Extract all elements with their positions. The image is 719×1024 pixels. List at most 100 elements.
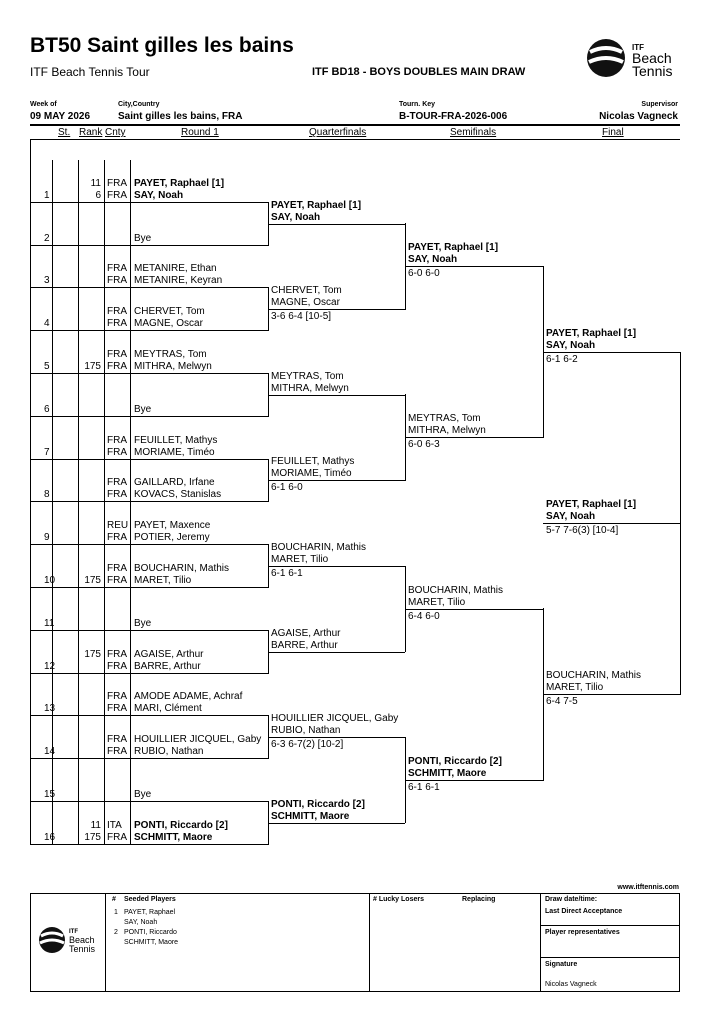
country: FRA xyxy=(107,477,127,488)
player-name: POTIER, Jeremy xyxy=(134,532,210,543)
week-of-label: Week of xyxy=(30,101,57,108)
sf-score: 6-4 6-0 xyxy=(408,611,440,622)
qf-player: RUBIO, Nathan xyxy=(271,725,341,736)
footer-logo: ITF Beach Tennis xyxy=(36,922,102,958)
player-name: MARET, Tilio xyxy=(134,575,192,586)
entry-baseline xyxy=(30,459,268,460)
tourn-key-value: B-TOUR-FRA-2026-006 xyxy=(399,111,508,122)
player-name: GAILLARD, Irfane xyxy=(134,477,215,488)
column-separator xyxy=(104,631,105,673)
draw-position: 8 xyxy=(44,489,50,500)
entry-baseline xyxy=(30,801,268,802)
country: FRA xyxy=(107,575,127,586)
column-separator xyxy=(130,716,131,758)
player-name: METANIRE, Keyran xyxy=(134,275,223,286)
entry-baseline xyxy=(30,330,268,331)
sf-score: 6-0 6-3 xyxy=(408,439,440,450)
column-separator xyxy=(104,802,105,844)
column-separator xyxy=(78,631,79,673)
column-separator xyxy=(104,716,105,758)
seed-2-b: SCHMITT, Maore xyxy=(124,939,179,946)
column-separator xyxy=(78,588,79,630)
sf-score: 6-1 6-1 xyxy=(408,782,440,793)
entry-baseline xyxy=(30,287,268,288)
col-cnty: Cnty xyxy=(105,127,126,138)
player-name: SAY, Noah xyxy=(134,190,184,201)
tour-subtitle: ITF Beach Tennis Tour xyxy=(30,65,150,79)
column-separator xyxy=(52,545,53,587)
entry-baseline xyxy=(30,416,268,417)
player-name: BARRE, Arthur xyxy=(134,661,201,672)
rank: 175 xyxy=(84,361,101,372)
country: FRA xyxy=(107,263,127,274)
qf-player: BARRE, Arthur xyxy=(271,640,338,651)
column-separator xyxy=(130,331,131,373)
country: FRA xyxy=(107,691,127,702)
draw-position: 5 xyxy=(44,361,50,372)
draw-name: ITF BD18 - BOYS DOUBLES MAIN DRAW xyxy=(312,66,526,78)
player-name: RUBIO, Nathan xyxy=(134,746,204,757)
seed-2-num: 2 xyxy=(114,929,118,936)
country: FRA xyxy=(107,275,127,286)
winner-player: PAYET, Raphael [1] xyxy=(546,499,637,510)
country: FRA xyxy=(107,306,127,317)
header-rule xyxy=(30,124,680,126)
column-separator xyxy=(78,674,79,715)
draw-position: 3 xyxy=(44,275,50,286)
column-separator xyxy=(104,460,105,501)
qf-player: SCHMITT, Maore xyxy=(271,811,350,822)
country: FRA xyxy=(107,703,127,714)
column-separator xyxy=(104,502,105,544)
city-label: City,Country xyxy=(118,101,160,108)
column-separator xyxy=(104,160,105,202)
sf-score: 6-0 6-0 xyxy=(408,268,440,279)
winner-baseline xyxy=(543,523,680,524)
sf-player: SCHMITT, Maore xyxy=(408,768,487,779)
column-header-rule xyxy=(30,139,680,140)
player-reps-label: Player representatives xyxy=(545,929,620,936)
city-value: Saint gilles les bains, FRA xyxy=(118,111,243,122)
column-separator xyxy=(78,160,79,202)
draw-position: 9 xyxy=(44,532,50,543)
column-separator xyxy=(130,759,131,801)
entry-baseline xyxy=(30,544,268,545)
player-name: MITHRA, Melwyn xyxy=(134,361,212,372)
column-separator xyxy=(130,802,131,844)
column-separator xyxy=(104,203,105,245)
column-separator xyxy=(130,288,131,330)
qf-player: PAYET, Raphael [1] xyxy=(271,200,362,211)
rank: 175 xyxy=(84,575,101,586)
player-name: HOUILLIER JICQUEL, Gaby xyxy=(134,734,262,745)
footer-rule-1 xyxy=(540,925,680,926)
draw-position: 4 xyxy=(44,318,50,329)
draw-position: 14 xyxy=(44,746,56,757)
column-separator xyxy=(52,588,53,630)
rank: 175 xyxy=(84,649,101,660)
draw-position: 2 xyxy=(44,233,50,244)
draw-position: 10 xyxy=(44,575,56,586)
itf-url: www.itftennis.com xyxy=(617,884,679,891)
column-separator xyxy=(78,502,79,544)
country: FRA xyxy=(107,447,127,458)
svg-text:Beach: Beach xyxy=(69,935,95,945)
col-st: St. xyxy=(58,127,71,138)
column-separator xyxy=(130,631,131,673)
country: FRA xyxy=(107,349,127,360)
final-baseline xyxy=(543,352,680,353)
country: FRA xyxy=(107,318,127,329)
column-separator xyxy=(52,502,53,544)
final-score: 6-1 6-2 xyxy=(546,354,578,365)
footer-divider-3 xyxy=(540,893,541,992)
column-separator xyxy=(52,759,53,801)
draw-position: 13 xyxy=(44,703,56,714)
column-separator xyxy=(52,374,53,416)
entry-baseline xyxy=(30,673,268,674)
sf-baseline xyxy=(405,266,543,267)
winner-player: SAY, Noah xyxy=(546,511,596,522)
country: FRA xyxy=(107,489,127,500)
country: FRA xyxy=(107,832,127,843)
country: FRA xyxy=(107,178,127,189)
final-player: PAYET, Raphael [1] xyxy=(546,328,637,339)
country: REU xyxy=(107,520,129,531)
sf-baseline xyxy=(405,780,543,781)
